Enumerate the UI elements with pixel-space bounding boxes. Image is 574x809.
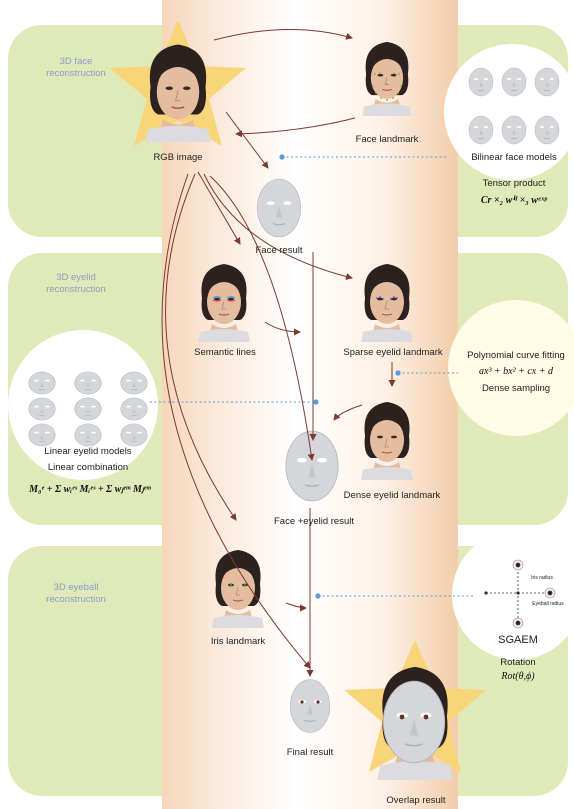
bilinear-model-grid (468, 67, 560, 145)
linear-formula: M₀ᵉ + Σ wᵢᵉˢ Mᵢᵉˢ + Σ wⱼᵉᵐ Mⱼᵉᵐ (29, 484, 151, 495)
poly-fit-label: Polynomial curve fitting (467, 350, 565, 361)
poly-fit-circle (448, 300, 574, 436)
bilinear-models-circle (444, 44, 574, 180)
face-eyelid-result-label: Face +eyelid result (274, 516, 354, 527)
dense-eyelid-label: Dense eyelid landmark (343, 490, 441, 501)
final-eyes (300, 700, 320, 704)
eyeball-section-title: 3D eyeball reconstruction (46, 582, 106, 605)
rotation-formula: Rot(θ,ϕ) (501, 671, 535, 682)
face-section-title: 3D face reconstruction (46, 56, 106, 79)
eyeball-radius-label: Eyeball radius (532, 601, 564, 607)
rotation-label: Rotation (500, 657, 536, 668)
face-result-label: Face result (255, 245, 303, 256)
sparse-eyelid-label: Sparse eyelid landmark (343, 347, 443, 358)
tensor-formula: Cr ×₂ wⁱᵈ ×₃ wᵉˣᵖ (480, 195, 548, 206)
face-landmark-dots (372, 72, 402, 101)
linear-combination-label: Linear combination (47, 462, 129, 473)
iris-dots (229, 583, 247, 587)
sparse-eyelid-dots (376, 296, 398, 300)
sgaem-diagram (484, 559, 556, 629)
linear-eyelid-label: Linear eyelid models (44, 446, 132, 457)
overlap-result-label: Overlap result (386, 795, 446, 806)
face-landmark-label: Face landmark (355, 134, 419, 145)
iris-landmark-label: Iris landmark (210, 636, 266, 647)
tensor-product-label: Tensor product (482, 178, 546, 189)
dense-sampling-label: Dense sampling (481, 383, 551, 394)
eyelid-model-grid (28, 371, 148, 447)
semantic-lines-label: Semantic lines (194, 347, 256, 358)
iris-radius-label: Iris radius (531, 575, 553, 581)
poly-formula: ax³ + bx² + cx + d (479, 366, 553, 377)
semantic-eyelid-lines (212, 295, 236, 302)
overlap-eyes (399, 714, 429, 720)
final-result-label: Final result (286, 747, 334, 758)
rgb-image-label: RGB image (153, 152, 203, 163)
bilinear-models-label: Bilinear face models (471, 152, 557, 163)
sgaem-label: SGAEM (498, 634, 538, 646)
eyelid-section-title: 3D eyelid reconstruction (46, 272, 106, 295)
